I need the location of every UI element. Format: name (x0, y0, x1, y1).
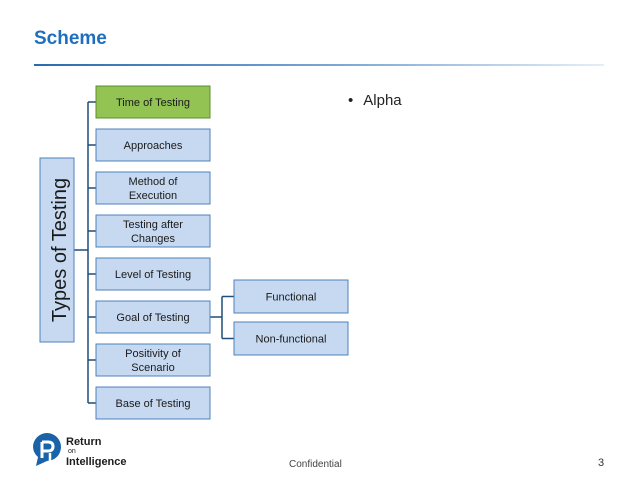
logo-wordmark: Return on Intelligence (66, 436, 127, 468)
category-base-of-testing-box (95, 386, 211, 420)
root-box (39, 157, 75, 343)
category-testing-after-changes-box (95, 214, 211, 248)
category-level-of-testing-label: Level of Testing (115, 269, 191, 281)
category-method-of-execution-box (95, 171, 211, 205)
category-positivity-of-scenario-label: Positivity of (125, 348, 182, 360)
category-time-of-testing-label: Time of Testing (116, 97, 190, 109)
subitem-non-functional-label: Non-functional (256, 334, 327, 346)
root-node: Types of Testing (39, 157, 75, 343)
category-base-of-testing: Base of Testing (95, 386, 211, 420)
page-number: 3 (598, 457, 605, 469)
category-positivity-of-scenario: Positivity of Scenario (95, 343, 211, 377)
root-label: Types of Testing (49, 178, 71, 322)
category-positivity-of-scenario-box (95, 343, 211, 377)
category-approaches: Approaches (95, 128, 211, 162)
category-approaches-label: Approaches (124, 140, 183, 152)
bullet-item: Alpha (363, 92, 402, 109)
category-approaches-box (95, 128, 211, 162)
category-method-of-execution: Method of Execution (95, 171, 211, 205)
category-time-of-testing: Time of Testing (95, 85, 211, 119)
category-goal-of-testing-label: Goal of Testing (116, 312, 189, 324)
subitem-functional: Functional (233, 279, 349, 314)
category-goal-of-testing: Goal of Testing (95, 300, 211, 334)
connector-lines (74, 101, 234, 404)
category-positivity-of-scenario-label: Scenario (131, 362, 174, 374)
subitem-non-functional-box (233, 321, 349, 356)
slide-title: Scheme (34, 28, 107, 49)
bullet-list: • Alpha (348, 92, 402, 109)
title-divider (34, 64, 604, 66)
bullet-marker: • (348, 92, 354, 109)
category-level-of-testing: Level of Testing (95, 257, 211, 291)
logo-word-return: Return (66, 436, 102, 448)
category-time-of-testing-box (95, 85, 211, 119)
footer-confidential: Confidential (289, 459, 342, 470)
subitem-functional-label: Functional (266, 292, 317, 304)
company-logo (30, 433, 64, 474)
category-level-of-testing-box (95, 257, 211, 291)
logo-word-on: on (68, 448, 76, 455)
category-method-of-execution-label: Execution (129, 190, 177, 202)
category-goal-of-testing-box (95, 300, 211, 334)
category-base-of-testing-label: Base of Testing (115, 398, 190, 410)
category-method-of-execution-label: Method of (129, 176, 179, 188)
category-testing-after-changes-label: Testing after (123, 219, 183, 231)
logo-mark-icon (33, 433, 61, 466)
logo-word-intelligence: Intelligence (66, 456, 127, 468)
category-testing-after-changes-label: Changes (131, 233, 176, 245)
subitem-non-functional: Non-functional (233, 321, 349, 356)
subitem-functional-box (233, 279, 349, 314)
